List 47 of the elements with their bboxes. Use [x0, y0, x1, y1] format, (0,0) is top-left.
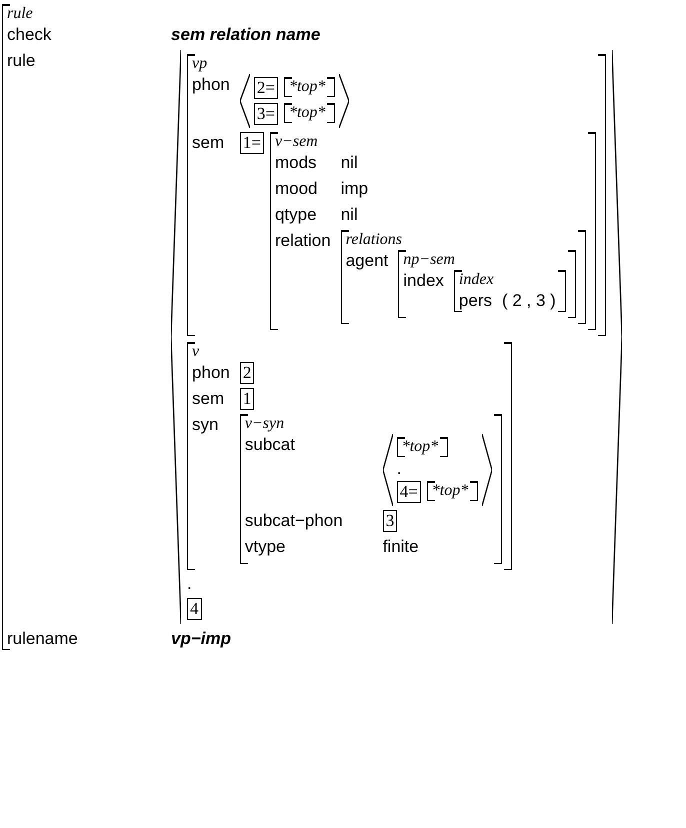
coreference-tag: 1= [240, 132, 264, 154]
type-label: index [458, 270, 495, 290]
feature-name: subcat−phon [244, 510, 343, 532]
type-label: *top* [288, 77, 326, 97]
feature-name: syn [192, 414, 220, 436]
coreference-tag: 1 [240, 388, 254, 410]
feature-name: mods [274, 152, 318, 174]
feature-name: pers [458, 290, 492, 312]
type-label: vp [192, 54, 208, 74]
feature-name: qtype [274, 204, 318, 226]
feature-value: finite [382, 536, 419, 558]
list-separator: . [396, 461, 402, 477]
feature-value: vp−imp [171, 628, 232, 650]
type-label: relations [346, 230, 404, 250]
type-label: *top* [402, 437, 438, 457]
coreference-tag: 3 [382, 510, 398, 532]
feature-value: nil [340, 152, 358, 174]
type-label: *top* [288, 103, 326, 123]
feature-name: index [403, 270, 444, 292]
type-label: v−syn [244, 414, 286, 434]
coreference-tag: 2= [254, 77, 278, 99]
coreference-tag: 4= [396, 481, 421, 503]
feature-name: check [7, 24, 52, 46]
feature-name: rule [7, 50, 36, 72]
feature-name: phon [192, 74, 230, 96]
feature-name: vtype [244, 536, 286, 558]
list-separator: . [187, 576, 193, 592]
feature-value: sem relation name [171, 24, 320, 46]
feature-name: relation [274, 230, 331, 252]
type-label: v−sem [274, 132, 319, 152]
feature-name: sem [192, 132, 226, 154]
coreference-tag: 3= [254, 103, 278, 125]
feature-name: sem [192, 388, 226, 410]
feature-value: imp [340, 178, 368, 200]
feature-value: nil [340, 204, 358, 226]
feature-name: subcat [244, 434, 296, 456]
feature-name: agent [346, 250, 388, 272]
type-label: v [192, 342, 200, 362]
feature-name: mood [274, 178, 318, 200]
type-label: np−sem [403, 250, 456, 270]
type-label: rule [7, 4, 34, 24]
feature-name: rulename [7, 628, 79, 650]
feature-name: phon [192, 362, 230, 384]
feature-value: ( 2 , 3 ) [502, 290, 556, 312]
coreference-tag: 2 [240, 362, 254, 384]
coreference-tag: 4 [187, 598, 202, 620]
type-label: *top* [432, 481, 468, 501]
